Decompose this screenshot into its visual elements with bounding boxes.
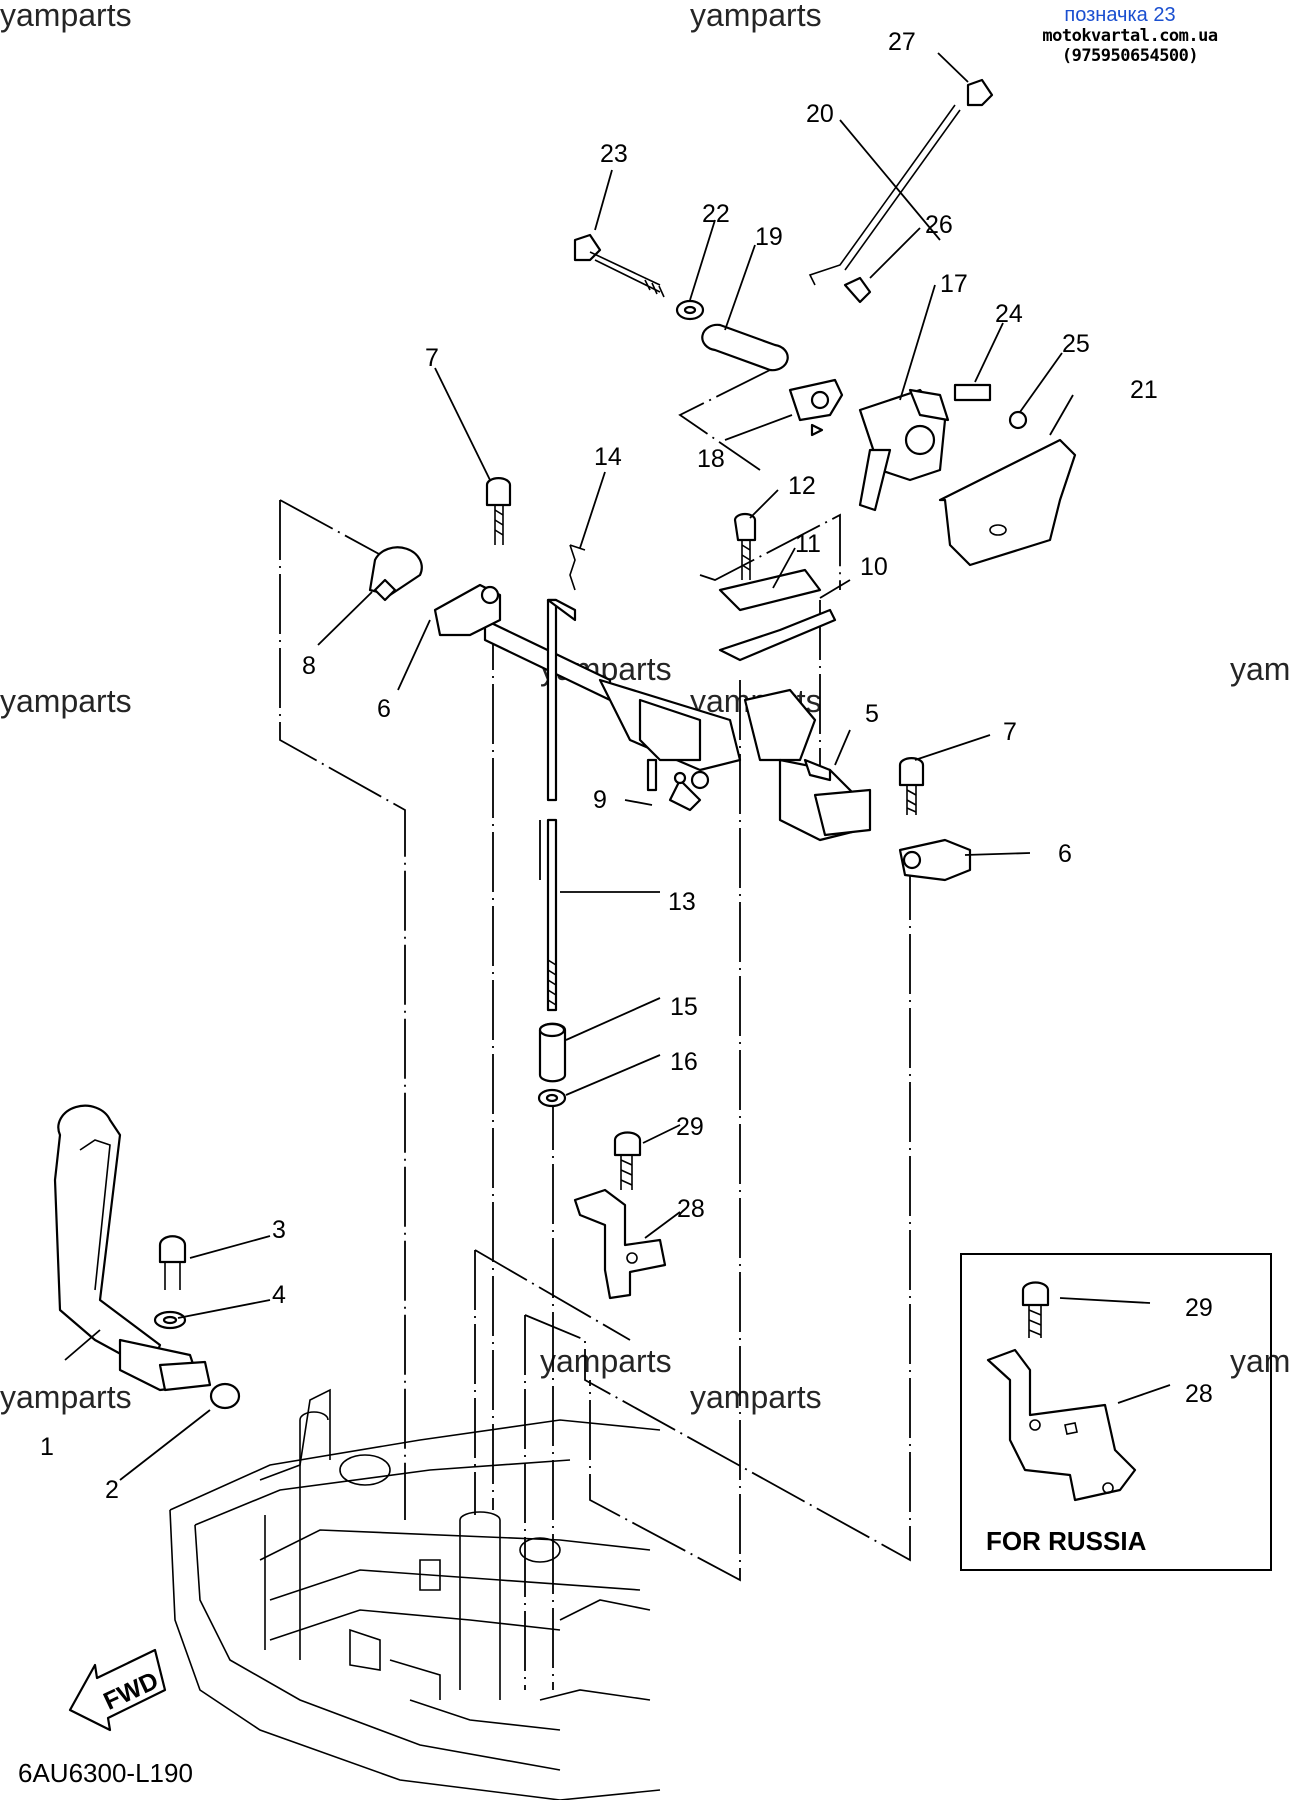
fwd-arrow-icon: FWD <box>68 1648 167 1732</box>
diagram-code: 6AU6300-L190 <box>18 1758 193 1788</box>
callout-28a: 28 <box>677 1195 705 1223</box>
callout-15: 15 <box>670 993 698 1021</box>
inset-for-russia: FOR RUSSIA <box>960 1253 1272 1571</box>
inset-bracket <box>986 1281 1137 1502</box>
callout-18: 18 <box>697 445 725 473</box>
callout-11: 11 <box>795 530 821 558</box>
plates <box>718 512 837 662</box>
callout-8: 8 <box>302 652 316 680</box>
watermark: yamparts <box>690 1379 822 1415</box>
shift-rod <box>546 544 586 1012</box>
callout-4: 4 <box>272 1281 286 1309</box>
inset-label: FOR RUSSIA <box>986 1526 1147 1556</box>
callout-6b: 6 <box>1058 840 1072 868</box>
callout-19: 19 <box>755 223 783 251</box>
link-rod <box>808 78 994 304</box>
callout-25: 25 <box>1062 330 1090 358</box>
callout-21: 21 <box>1130 376 1158 404</box>
callout-14: 14 <box>594 443 622 471</box>
callout-2: 2 <box>105 1476 119 1504</box>
callout-22: 22 <box>702 200 730 228</box>
shift-shaft <box>483 618 872 842</box>
callout-3: 3 <box>272 1216 286 1244</box>
bracket-28 <box>573 1131 667 1300</box>
callout-1: 1 <box>40 1433 54 1461</box>
watermark: yam <box>1230 651 1290 687</box>
callout-13: 13 <box>668 888 696 916</box>
site-contact-label: motokvartal.com.ua (975950654500) <box>1042 26 1218 66</box>
callout-17: 17 <box>940 270 968 298</box>
callout-16: 16 <box>670 1048 698 1076</box>
callouts: 1 2 3 4 5 6 6 7 7 8 9 10 11 12 13 14 15 … <box>40 28 1213 1504</box>
assembly-lines <box>279 369 911 1690</box>
bolt-23-assembly <box>573 233 789 372</box>
pin <box>646 758 658 792</box>
watermark: yamparts <box>0 0 132 33</box>
callout-23: 23 <box>600 140 628 168</box>
lower-casing <box>169 1388 661 1800</box>
callout-20: 20 <box>806 100 834 128</box>
callout-7a: 7 <box>425 344 439 372</box>
watermark: yam <box>1230 1343 1290 1379</box>
callout-10: 10 <box>860 553 888 581</box>
callout-29a: 29 <box>676 1113 704 1141</box>
callout-29b: 29 <box>1185 1294 1213 1322</box>
watermark: yamparts <box>0 683 132 719</box>
collar-and-washer <box>537 1022 567 1108</box>
watermark: yamparts <box>0 1379 132 1415</box>
callout-5: 5 <box>865 700 879 728</box>
leader-lines <box>64 52 1171 1481</box>
callout-27: 27 <box>888 28 916 56</box>
callout-26: 26 <box>925 211 953 239</box>
watermark: yamparts <box>690 0 822 33</box>
shift-lever <box>53 1104 241 1410</box>
diagram-tag-label: позначка 23 <box>1064 4 1176 26</box>
clamp-upper <box>368 477 512 637</box>
watermark: yamparts <box>540 1343 672 1379</box>
upper-bracket <box>788 378 1077 567</box>
callout-12: 12 <box>788 472 816 500</box>
callout-7b: 7 <box>1003 718 1017 746</box>
callout-28b: 28 <box>1185 1380 1213 1408</box>
callout-6a: 6 <box>377 695 391 723</box>
callout-9: 9 <box>593 786 607 814</box>
clamp-right <box>898 757 972 882</box>
callout-24: 24 <box>995 300 1023 328</box>
